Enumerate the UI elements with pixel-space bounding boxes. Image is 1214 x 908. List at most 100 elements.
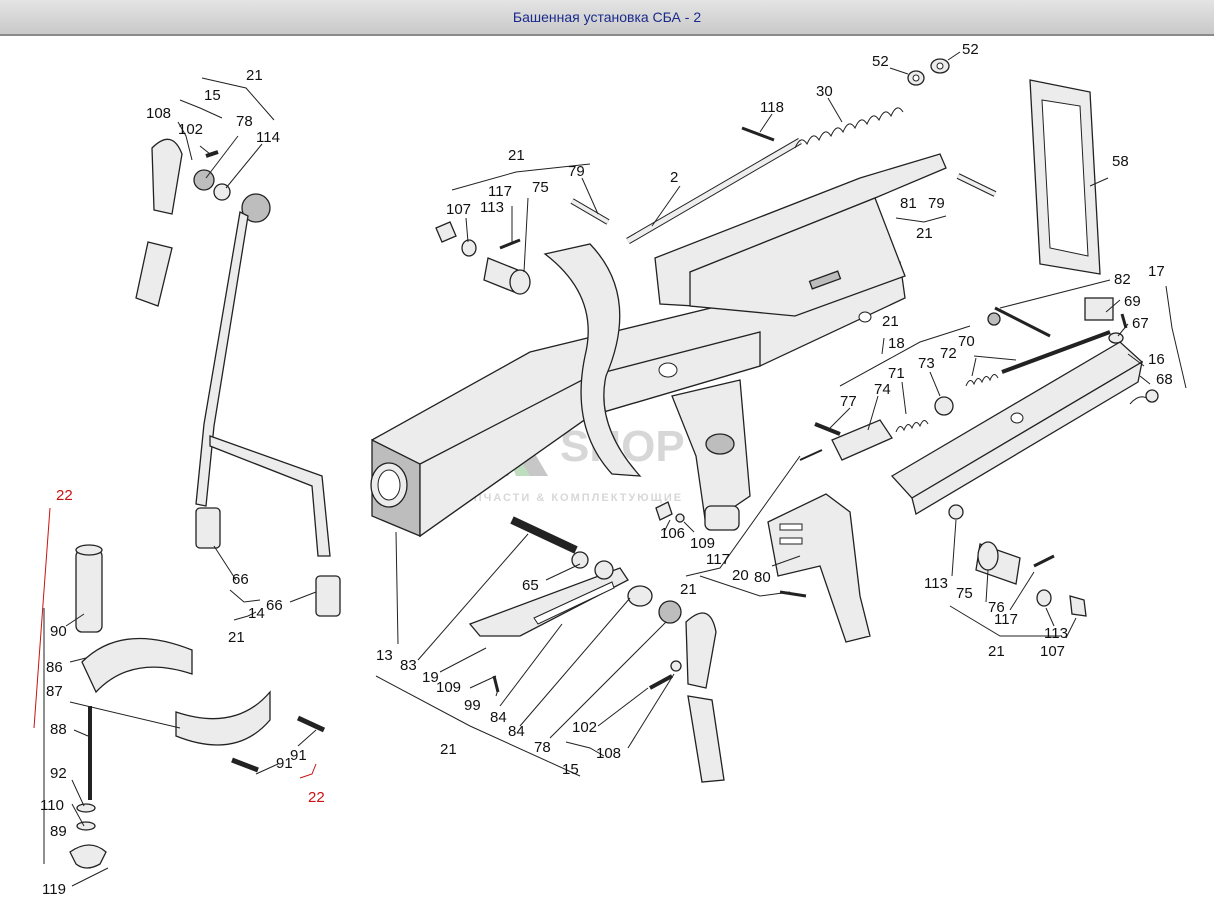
rod-70-part <box>987 297 1114 374</box>
beam-bracket-part <box>671 379 751 531</box>
callout-label: 99 <box>464 697 481 714</box>
upper-left-handle-part <box>135 138 231 307</box>
callout-label: 2 <box>670 169 678 186</box>
callout-label: 21 <box>988 643 1005 660</box>
callout-label: 21 <box>882 313 899 330</box>
rod-2-part <box>626 137 802 245</box>
window-title: Башенная установка СБА - 2 <box>512 9 702 25</box>
callout-label: 75 <box>532 179 549 196</box>
latch-74-part <box>799 419 893 461</box>
callout-label: 88 <box>50 721 67 738</box>
callout-label: 117 <box>994 611 1018 628</box>
spring-30-part <box>794 107 904 149</box>
pin-79-right-part <box>956 173 997 197</box>
callout-label: 13 <box>376 647 393 664</box>
callout-label: 78 <box>534 739 551 756</box>
watermark-tagline: ЗАПЧАСТИ & КОМПЛЕКТУЮЩИЕ <box>455 492 683 504</box>
callout-label: 22 <box>308 789 325 806</box>
lower-plate-19-part <box>468 516 682 693</box>
callout-label: 15 <box>562 761 579 778</box>
callout-label: 20 <box>732 567 749 584</box>
callout-label: 108 <box>146 105 171 122</box>
callout-label: 114 <box>256 129 280 146</box>
callout-label: 108 <box>596 745 621 762</box>
callout-label: 117 <box>488 183 512 200</box>
hinge-bar-16-part <box>890 341 1144 516</box>
callout-label: 82 <box>1114 271 1131 288</box>
plate-20-part <box>767 493 871 643</box>
callout-label: 84 <box>490 709 507 726</box>
callout-label: 15 <box>204 87 221 104</box>
callout-label: 92 <box>50 765 67 782</box>
callout-label: 109 <box>690 535 715 552</box>
callout-label: 86 <box>46 659 63 676</box>
parts-diagram: SHOP ЗАПЧАСТИ & КОМПЛЕКТУЮЩИЕ <box>0 36 1214 908</box>
callout-label: 77 <box>840 393 857 410</box>
callout-label: 70 <box>958 333 975 350</box>
callout-label: 16 <box>1148 351 1165 368</box>
callout-label: 73 <box>918 355 935 372</box>
callout-label: 66 <box>266 597 283 614</box>
callout-label: 102 <box>572 719 597 736</box>
window-titlebar: Башенная установка СБА - 2 <box>0 0 1214 36</box>
callout-label: 74 <box>874 381 891 398</box>
seal-frame-58-part <box>1029 79 1101 275</box>
small-parts-67-69-part <box>1108 313 1159 405</box>
callout-label: 78 <box>236 113 253 130</box>
callout-label: 87 <box>46 683 63 700</box>
leader-lines <box>33 51 1187 887</box>
callout-label: 14 <box>248 605 265 622</box>
callout-label: 89 <box>50 823 67 840</box>
callout-label: 80 <box>754 569 771 586</box>
callout-label: 118 <box>760 99 784 116</box>
axle-lower-right-part <box>948 504 1087 617</box>
callout-label: 30 <box>816 83 833 100</box>
axle-upper-left-part <box>435 221 531 295</box>
callout-label: 102 <box>178 121 203 138</box>
callout-label: 110 <box>40 797 64 814</box>
callout-label: 109 <box>436 679 461 696</box>
upper-guide-part <box>654 153 947 317</box>
pin-118-part <box>741 126 775 142</box>
callout-label: 52 <box>872 53 889 70</box>
callout-label: 21 <box>246 67 263 84</box>
callout-label: 81 <box>900 195 917 212</box>
main-beam-part <box>370 261 906 538</box>
callout-label: 21 <box>508 147 525 164</box>
callout-label: 79 <box>568 163 585 180</box>
callout-label: 21 <box>680 581 697 598</box>
callout-label: 91 <box>276 755 293 772</box>
callout-label: 75 <box>956 585 973 602</box>
callout-label: 72 <box>940 345 957 362</box>
callout-label: 19 <box>422 669 439 686</box>
long-lever-part <box>195 193 331 557</box>
clamp-assembly-part <box>69 544 326 869</box>
pin-79-left-part <box>570 198 610 225</box>
springs-71-72-part <box>895 374 999 433</box>
callout-labels: 21 15 108 102 78 114 21 79 117 75 107 11… <box>40 41 1173 898</box>
washers-52-part <box>907 58 950 86</box>
callout-label: 18 <box>888 335 905 352</box>
callout-label: 17 <box>1148 263 1165 280</box>
callout-label: 67 <box>1132 315 1149 332</box>
callout-label: 91 <box>290 747 307 764</box>
callout-label: 113 <box>924 575 948 592</box>
callout-label: 79 <box>928 195 945 212</box>
callout-label: 84 <box>508 723 525 740</box>
callout-label: 65 <box>522 577 539 594</box>
callout-label: 52 <box>962 41 979 58</box>
bumpers-66-part <box>195 507 341 617</box>
callout-label: 71 <box>888 365 905 382</box>
callout-label: 21 <box>228 629 245 646</box>
callout-label: 113 <box>1044 625 1068 642</box>
callout-label: 69 <box>1124 293 1141 310</box>
callout-label: 66 <box>232 571 249 588</box>
callout-label: 107 <box>446 201 471 218</box>
callout-label: 76 <box>988 599 1005 616</box>
callout-label: 107 <box>1040 643 1065 660</box>
callout-label: 119 <box>42 881 66 898</box>
callout-label: 21 <box>440 741 457 758</box>
callout-label: 68 <box>1156 371 1173 388</box>
callout-label: 113 <box>480 199 504 216</box>
callout-label: 22 <box>56 487 73 504</box>
